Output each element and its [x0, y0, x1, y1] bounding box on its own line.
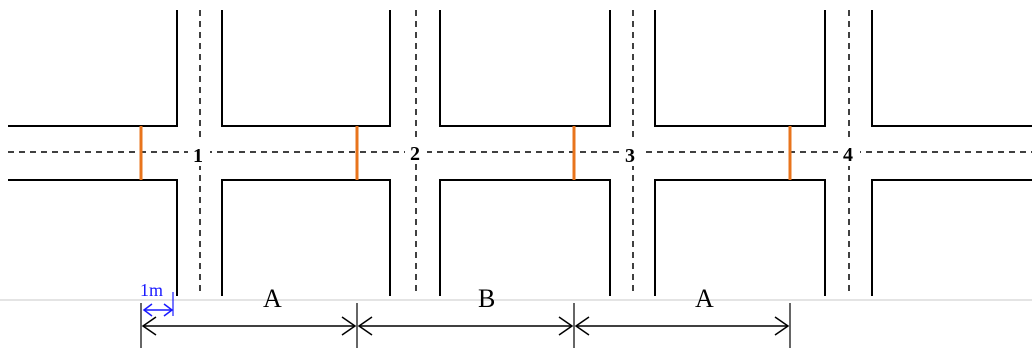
label-bg-4	[838, 140, 860, 166]
offset-arrow-left-head	[142, 303, 153, 317]
segment-label-a-left: A	[263, 284, 282, 313]
offset-label: 1m	[140, 280, 163, 300]
block-top-1-2	[221, 10, 391, 127]
offset-marker: 1m	[140, 280, 174, 317]
label-bg-1	[188, 140, 210, 166]
intersection-label-3: 3	[625, 145, 635, 167]
block-top-left	[8, 10, 178, 127]
segment-label-a-right: A	[695, 284, 714, 313]
segment-arrow-a-right	[574, 316, 790, 336]
block-bottom-2-3	[439, 179, 611, 296]
segment-label-b: B	[478, 284, 495, 313]
intersection-label-1: 1	[193, 145, 203, 167]
segment-arrow-a-left	[141, 316, 357, 336]
intersection-label-2: 2	[410, 143, 420, 165]
block-bottom-right	[871, 179, 1032, 296]
block-bottom-3-4	[654, 179, 826, 296]
block-top-2-3	[439, 10, 611, 127]
label-bg-2	[405, 138, 427, 164]
segment-arrow-b	[357, 316, 574, 336]
stop-lines	[139, 126, 792, 180]
block-bottom-1-2	[221, 179, 391, 296]
block-top-right	[871, 10, 1032, 127]
centerlines	[8, 10, 1032, 296]
block-bottom-left	[8, 179, 178, 296]
offset-arrow-right-head	[163, 303, 174, 317]
road-edges	[8, 10, 1032, 296]
block-top-3-4	[654, 10, 826, 127]
dimension-arrows	[141, 316, 790, 336]
label-bg-3	[620, 140, 642, 166]
intersection-label-4: 4	[843, 144, 853, 166]
dimension-ticks	[140, 303, 791, 348]
